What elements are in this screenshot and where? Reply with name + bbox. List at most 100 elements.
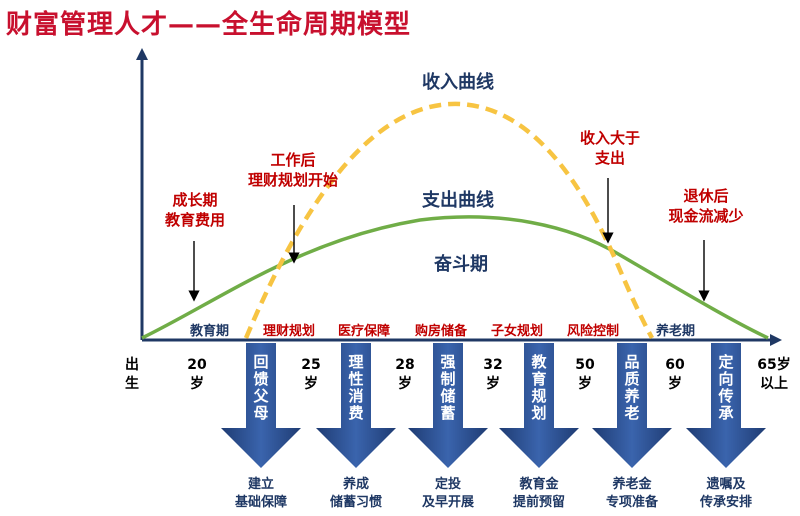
age-birth-line1: 出 [125, 357, 139, 373]
arrow-text-4: 教 育 规 划 [527, 354, 551, 422]
arrow-2-char-4: 费 [348, 404, 364, 422]
age-25-value: 25 [301, 357, 321, 373]
phase-children: 子女规划 [491, 324, 544, 339]
caption-5-line2: 专项准备 [605, 495, 658, 510]
caption-3: 定投 及早开展 [403, 476, 493, 512]
caption-3-line1: 定投 [434, 477, 461, 492]
age-60: 60 岁 [660, 356, 690, 394]
arrow-6-char-2: 向 [718, 370, 734, 388]
age-32-unit: 岁 [486, 376, 500, 392]
phase-housing: 购房储备 [415, 324, 468, 339]
arrow-4-char-4: 划 [531, 404, 547, 422]
caption-4-line2: 提前预留 [512, 495, 565, 510]
arrow-graphic-2 [316, 343, 396, 468]
age-60-value: 60 [665, 357, 685, 373]
arrow-3-char-1: 强 [440, 353, 456, 371]
arrow-1-char-3: 父 [253, 387, 269, 405]
caption-5: 养老金 专项准备 [587, 476, 677, 512]
expense-curve-label: 支出曲线 [422, 190, 494, 211]
arrow-2-char-1: 理 [348, 353, 364, 371]
arrow-text-6: 定 向 传 承 [714, 354, 738, 422]
work-annotation-line1: 工作后 [270, 151, 316, 169]
age-32-value: 32 [483, 357, 503, 373]
expense-curve [141, 215, 769, 340]
age-28-unit: 岁 [398, 376, 412, 392]
age-50-unit: 岁 [578, 376, 592, 392]
caption-6: 遗嘱及 传承安排 [681, 476, 771, 512]
arrow-1-char-1: 回 [253, 353, 269, 371]
arrow-2-char-3: 消 [348, 387, 364, 405]
arrow-2-char-2: 性 [348, 370, 364, 388]
age-birth-line2: 生 [125, 376, 139, 392]
caption-1-line1: 建立 [247, 477, 274, 492]
income-gt-annotation-line2: 支出 [594, 149, 625, 167]
arrow-graphic-1 [221, 343, 301, 468]
arrow-text-5: 品 质 养 老 [620, 354, 644, 422]
arrow-3-char-2: 制 [440, 370, 456, 388]
income-curve [243, 101, 654, 340]
income-curve-label: 收入曲线 [422, 72, 494, 93]
age-25-unit: 岁 [304, 376, 318, 392]
age-25: 25 岁 [296, 356, 326, 394]
phase-risk: 风险控制 [567, 324, 620, 339]
arrow-6-char-3: 传 [718, 387, 734, 405]
age-65-value: 65岁 [757, 357, 791, 373]
arrow-4-char-2: 育 [531, 370, 547, 388]
age-50-value: 50 [575, 357, 595, 373]
arrow-graphic-3 [408, 343, 488, 468]
age-65-unit: 以上 [760, 376, 788, 392]
arrow-graphic-5 [592, 343, 672, 468]
age-28-value: 28 [395, 357, 415, 373]
income-gt-annotation: 收入大于 支出 [570, 128, 650, 168]
arrow-6-char-4: 承 [718, 404, 734, 422]
caption-4: 教育金 提前预留 [494, 476, 584, 512]
arrow-3-char-4: 蓄 [440, 404, 456, 422]
arrow-graphic-4 [499, 343, 579, 468]
phase-education: 教育期 [190, 324, 230, 339]
age-50: 50 岁 [570, 356, 600, 394]
caption-2-line2: 储蓄习惯 [329, 495, 382, 510]
arrow-1-char-2: 馈 [253, 370, 269, 388]
arrow-6-char-1: 定 [718, 353, 734, 371]
age-32: 32 岁 [478, 356, 508, 394]
page-title: 财富管理人才——全生命周期模型 [6, 10, 412, 40]
age-65-plus: 65岁 以上 [752, 356, 796, 394]
caption-1: 建立 基础保障 [216, 476, 306, 512]
arrow-5-char-3: 养 [624, 387, 640, 405]
x-axis-arrowhead [770, 334, 782, 346]
age-birth: 出 生 [120, 356, 144, 394]
caption-2: 养成 储蓄习惯 [311, 476, 401, 512]
arrow-4-char-3: 规 [531, 387, 547, 405]
arrow-5-char-1: 品 [624, 353, 640, 371]
caption-4-line1: 教育金 [519, 477, 559, 492]
arrow-1-char-4: 母 [253, 404, 269, 422]
phase-retirement: 养老期 [656, 324, 696, 339]
caption-1-line2: 基础保障 [234, 495, 287, 510]
arrow-text-1: 回 馈 父 母 [249, 354, 273, 422]
struggle-period-label: 奋斗期 [434, 254, 488, 275]
caption-5-line1: 养老金 [612, 477, 652, 492]
caption-6-line2: 传承安排 [699, 495, 752, 510]
arrow-5-char-4: 老 [624, 404, 640, 422]
caption-2-line1: 养成 [342, 477, 369, 492]
arrow-4-char-1: 教 [531, 353, 547, 371]
phase-finance-plan: 理财规划 [263, 324, 316, 339]
work-annotation: 工作后 理财规划开始 [238, 150, 348, 190]
arrow-5-char-2: 质 [624, 370, 640, 388]
growth-annotation: 成长期 教育费用 [150, 190, 240, 230]
arrow-text-3: 强 制 储 蓄 [436, 354, 460, 422]
retire-annotation-line1: 退休后 [683, 187, 729, 205]
growth-annotation-line2: 教育费用 [164, 211, 225, 229]
arrow-graphic-6 [686, 343, 766, 468]
age-28: 28 岁 [390, 356, 420, 394]
phase-medical: 医疗保障 [338, 324, 391, 339]
retire-annotation: 退休后 现金流减少 [656, 186, 756, 226]
age-20-value: 20 [187, 357, 207, 373]
arrow-3-char-3: 储 [440, 387, 456, 405]
y-axis-arrowhead [136, 48, 148, 60]
retire-annotation-line2: 现金流减少 [668, 207, 744, 225]
work-annotation-line2: 理财规划开始 [247, 171, 338, 189]
age-20-unit: 岁 [190, 376, 204, 392]
income-gt-annotation-line1: 收入大于 [579, 129, 640, 147]
